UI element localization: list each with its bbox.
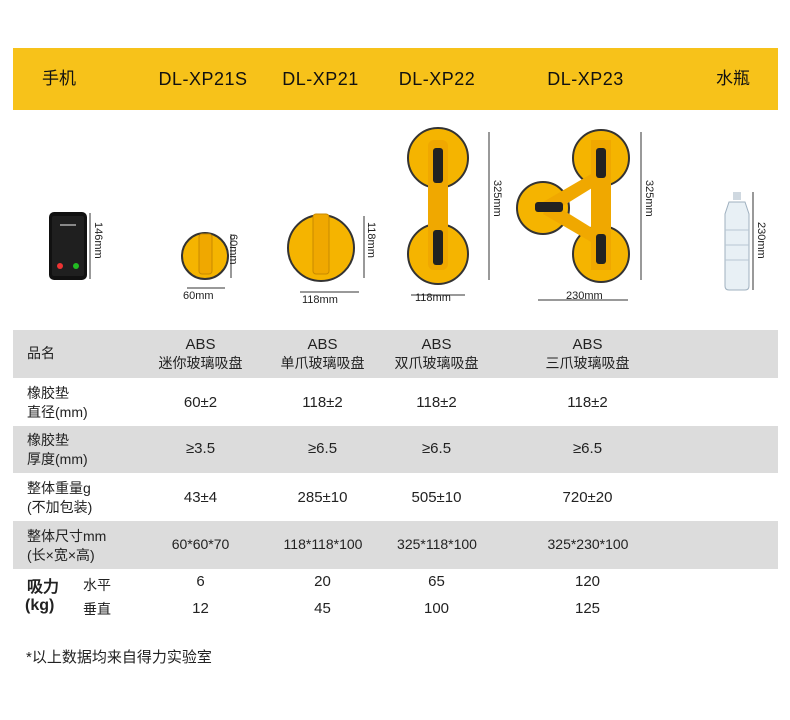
xp21s-illustration xyxy=(181,232,232,289)
header-bar: 手机 DL-XP21S DL-XP21 DL-XP22 DL-XP23 水瓶 xyxy=(13,48,778,110)
weight-xp23: 720±20 xyxy=(562,489,613,506)
name-xp22: ABS 双爪玻璃吸盘 xyxy=(389,336,484,373)
xp23-illustration xyxy=(516,129,642,301)
diameter-xp21: 118±2 xyxy=(302,394,343,411)
label-diameter: 橡胶垫 直径(mm) xyxy=(27,384,88,422)
label-force: 吸力 xyxy=(27,579,60,596)
label-size-line1: 整体尺寸mm xyxy=(27,528,107,544)
size-xp23: 325*230*100 xyxy=(547,536,629,552)
label-product-name: 品名 xyxy=(27,345,55,361)
row-diameter: 橡胶垫 直径(mm) 60±2 118±2 118±2 118±2 xyxy=(13,378,778,426)
name-xp21-type: 单爪玻璃吸盘 xyxy=(280,355,365,371)
row-thickness: 橡胶垫 厚度(mm) ≥3.5 ≥6.5 ≥6.5 ≥6.5 xyxy=(13,426,778,473)
xp22-height-dim: 325mm xyxy=(491,180,503,217)
header-bottle: 水瓶 xyxy=(716,69,750,88)
force-h-xp21: 20 xyxy=(314,573,331,590)
force-v-xp22: 100 xyxy=(423,600,450,617)
xp21s-width-dim: 60mm xyxy=(183,290,214,302)
header-phone: 手机 xyxy=(42,69,76,88)
weight-xp21: 285±10 xyxy=(297,489,348,506)
header-model-xp21s: DL-XP21S xyxy=(158,69,248,89)
weight-xp22: 505±10 xyxy=(411,489,462,506)
force-v-xp23: 125 xyxy=(574,600,601,617)
name-xp21s-type: 迷你玻璃吸盘 xyxy=(158,355,243,371)
xp21-height-dim: 118mm xyxy=(365,222,377,258)
name-xp21s: ABS 迷你玻璃吸盘 xyxy=(158,336,243,373)
label-diameter-line1: 橡胶垫 xyxy=(27,385,69,401)
bottle-height-dim: 230mm xyxy=(755,222,767,259)
row-suction-force: 吸力 (kg) 水平 垂直 6 20 65 120 12 45 100 125 xyxy=(13,569,778,627)
label-force-unit: (kg) xyxy=(25,597,55,614)
diameter-xp22: 118±2 xyxy=(416,394,457,411)
label-thickness-line1: 橡胶垫 xyxy=(27,432,69,448)
label-diameter-line2: 直径(mm) xyxy=(27,404,88,420)
xp23-width-dim: 230mm xyxy=(566,290,603,302)
xp21s-height-dim: 60mm xyxy=(227,234,239,265)
name-xp23: ABS 三爪玻璃吸盘 xyxy=(540,336,635,373)
label-weight: 整体重量g (不加包装) xyxy=(27,479,92,517)
name-xp22-material: ABS xyxy=(421,336,452,353)
thickness-xp23: ≥6.5 xyxy=(572,440,603,457)
label-size: 整体尺寸mm (长×宽×高) xyxy=(27,527,106,565)
name-xp21-material: ABS xyxy=(307,336,338,353)
name-xp22-type: 双爪玻璃吸盘 xyxy=(394,355,479,371)
force-h-xp21s: 6 xyxy=(196,573,205,590)
bottle-illustration xyxy=(724,192,754,291)
footnote: *以上数据均来自得力实验室 xyxy=(26,649,212,666)
thickness-xp21s: ≥3.5 xyxy=(185,440,216,457)
force-h-xp22: 65 xyxy=(428,573,445,590)
name-xp23-type: 三爪玻璃吸盘 xyxy=(545,355,630,371)
xp23-height-dim: 325mm xyxy=(643,180,655,217)
phone-illustration xyxy=(49,212,91,280)
label-size-line2: (长×宽×高) xyxy=(27,547,95,563)
weight-xp21s: 43±4 xyxy=(183,489,218,506)
force-v-xp21: 45 xyxy=(314,600,331,617)
xp21-illustration xyxy=(287,213,365,293)
name-xp23-material: ABS xyxy=(572,336,603,353)
product-image-area: 146mm 60mm 60mm 118mm 118mm 118mm 325mm … xyxy=(13,110,778,330)
xp22-width-dim: 118mm xyxy=(415,292,451,304)
phone-height-dim: 146mm xyxy=(92,222,104,259)
force-h-xp23: 120 xyxy=(574,573,601,590)
row-size: 整体尺寸mm (长×宽×高) 60*60*70 118*118*100 325*… xyxy=(13,521,778,569)
label-horizontal: 水平 xyxy=(83,577,111,593)
size-xp21s: 60*60*70 xyxy=(171,536,230,552)
force-v-xp21s: 12 xyxy=(192,600,209,617)
xp21-width-dim: 118mm xyxy=(302,294,338,306)
diameter-xp21s: 60±2 xyxy=(183,394,218,411)
row-weight: 整体重量g (不加包装) 43±4 285±10 505±10 720±20 xyxy=(13,473,778,521)
label-vertical: 垂直 xyxy=(83,601,111,617)
size-xp22: 325*118*100 xyxy=(397,536,477,552)
label-weight-line2: (不加包装) xyxy=(27,499,93,515)
diameter-xp23: 118±2 xyxy=(567,394,608,411)
xp22-illustration xyxy=(407,127,490,296)
row-product-name: 品名 ABS 迷你玻璃吸盘 ABS 单爪玻璃吸盘 ABS 双爪玻璃吸盘 ABS … xyxy=(13,330,778,378)
label-thickness-line2: 厚度(mm) xyxy=(27,451,88,467)
header-model-xp22: DL-XP22 xyxy=(398,69,476,89)
label-weight-line1: 整体重量g xyxy=(27,480,91,496)
thickness-xp21: ≥6.5 xyxy=(307,440,338,457)
size-xp21: 118*118*100 xyxy=(283,536,363,552)
label-thickness: 橡胶垫 厚度(mm) xyxy=(27,431,88,469)
header-model-xp23: DL-XP23 xyxy=(547,69,624,89)
name-xp21: ABS 单爪玻璃吸盘 xyxy=(275,336,370,373)
thickness-xp22: ≥6.5 xyxy=(421,440,452,457)
name-xp21s-material: ABS xyxy=(185,336,216,353)
product-illustrations xyxy=(49,127,754,301)
header-model-xp21: DL-XP21 xyxy=(282,69,359,89)
